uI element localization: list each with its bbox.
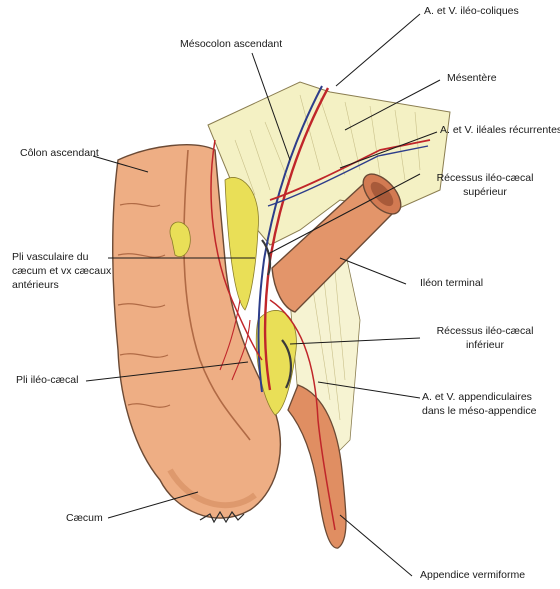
label-ascending-colon: Côlon ascendant — [20, 146, 99, 160]
label-mesocolon: Mésocolon ascendant — [180, 37, 282, 51]
label-caecum: Cæcum — [66, 511, 103, 525]
label-appendix: Appendice vermiforme — [420, 568, 525, 582]
label-recurrent-ileal-vessels: A. et V. iléales récurrentes — [440, 123, 560, 137]
label-superior-recess: Récessus iléo-cæcal supérieur — [420, 171, 550, 199]
label-terminal-ileum: Iléon terminal — [420, 276, 483, 290]
label-ileocolic-vessels: A. et V. iléo-coliques — [424, 4, 519, 18]
label-mesentery: Mésentère — [447, 71, 497, 85]
label-inferior-recess: Récessus iléo-cæcal inférieur — [420, 324, 550, 352]
label-appendicular-vessels: A. et V. appendiculaires dans le méso-ap… — [422, 390, 536, 418]
fat-deposit — [225, 177, 258, 310]
label-ileocaecal-fold: Pli iléo-cæcal — [16, 373, 78, 387]
label-vascular-fold: Pli vasculaire du cæcum et vx cæcaux ant… — [12, 250, 111, 292]
